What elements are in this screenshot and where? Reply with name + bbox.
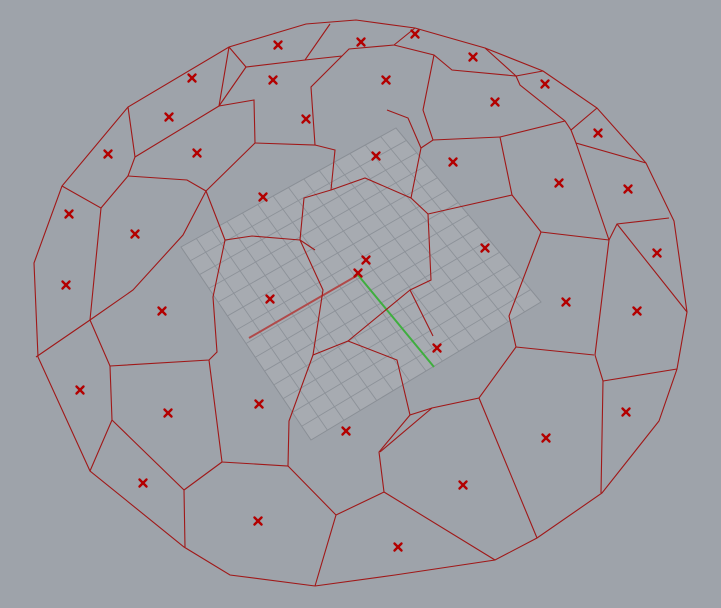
seed-point-marker	[157, 306, 167, 316]
seed-point-marker	[253, 516, 263, 526]
seed-point-marker	[410, 29, 420, 39]
cell-edge	[299, 144, 336, 251]
seed-point-marker	[593, 128, 603, 138]
voronoi-cells	[33, 19, 688, 587]
cell-edge	[205, 99, 256, 192]
seed-point-marker	[163, 408, 173, 418]
grid-line	[364, 144, 509, 322]
seed-point-marker	[164, 112, 174, 122]
cell-edge	[134, 46, 230, 158]
grid-line	[245, 214, 469, 344]
cell-edge	[111, 419, 186, 548]
cell-edge	[228, 23, 331, 68]
seed-point-marker	[130, 229, 140, 239]
cell-edge	[515, 70, 544, 77]
seed-point-marker	[432, 343, 442, 353]
cell-seed-points	[61, 29, 662, 552]
seed-point-marker	[554, 178, 564, 188]
seed-point-marker	[621, 407, 631, 417]
cell-edge	[35, 319, 113, 472]
grid-line	[255, 227, 480, 358]
cell-edge	[205, 190, 301, 241]
seed-point-marker	[138, 478, 148, 488]
grid-line	[264, 239, 490, 372]
seed-point-marker	[541, 433, 551, 443]
seed-point-marker	[64, 209, 74, 219]
seed-point-marker	[258, 192, 268, 202]
cell-edge	[515, 346, 595, 356]
cell-edge	[409, 194, 513, 337]
cell-edge	[383, 491, 496, 561]
cell-edge	[61, 185, 102, 321]
cell-edge	[335, 407, 433, 516]
cell-edge	[287, 465, 337, 587]
cell-edge	[515, 75, 598, 131]
seed-point-marker	[356, 37, 366, 47]
cell-edge	[254, 55, 343, 146]
seed-point-marker	[273, 40, 283, 50]
cell-edge	[109, 239, 226, 367]
cell-edge	[183, 461, 223, 491]
seed-point-marker	[490, 97, 500, 107]
grid-line	[282, 264, 511, 400]
seed-point-marker	[652, 248, 662, 258]
cell-edge	[379, 231, 542, 453]
cell-edge	[410, 147, 422, 199]
grid-line	[334, 161, 476, 342]
grid-line	[292, 276, 521, 413]
seed-point-marker	[393, 542, 403, 552]
seed-point-marker	[254, 399, 264, 409]
seed-point-marker	[623, 184, 633, 194]
seed-point-marker	[480, 243, 490, 253]
seed-point-marker	[61, 280, 71, 290]
seed-point-marker	[192, 148, 202, 158]
seed-point-marker	[540, 79, 550, 89]
cell-edge	[218, 66, 247, 107]
cell-edge	[304, 27, 416, 61]
cell-edge	[499, 120, 610, 241]
seed-point-marker	[561, 297, 571, 307]
grid-line	[318, 170, 460, 352]
grid-line	[349, 153, 493, 332]
seed-point-marker	[103, 149, 113, 159]
seed-point-marker	[265, 294, 275, 304]
grid-lines	[190, 136, 531, 431]
cell-edge	[89, 175, 207, 321]
cell-edge	[570, 129, 647, 164]
seed-point-marker	[353, 268, 363, 278]
grid-line	[273, 251, 500, 386]
x-axis-line	[248, 274, 359, 339]
grid-line	[301, 289, 531, 427]
grid-line	[380, 136, 525, 313]
cell-edge	[602, 368, 678, 382]
seed-point-marker	[458, 480, 468, 490]
seed-point-marker	[632, 306, 642, 316]
seed-point-marker	[187, 73, 197, 83]
cell-edge	[347, 340, 411, 416]
seed-point-marker	[361, 255, 371, 265]
grid-line	[303, 178, 443, 362]
cell-edge	[575, 142, 670, 242]
seed-point-marker	[468, 52, 478, 62]
cell-edge	[422, 54, 435, 141]
cell-edge	[616, 223, 688, 313]
cell-edge	[478, 397, 538, 539]
seed-point-marker	[371, 151, 381, 161]
seed-point-marker	[341, 426, 351, 436]
cell-edge	[330, 177, 429, 215]
seed-point-marker	[448, 157, 458, 167]
seed-point-marker	[268, 75, 278, 85]
seed-point-marker	[381, 75, 391, 85]
seed-point-marker	[75, 385, 85, 395]
seed-point-marker	[301, 114, 311, 124]
construction-plane-grid	[180, 127, 542, 441]
y-axis-line	[357, 274, 435, 368]
cell-edge	[393, 44, 518, 77]
cell-edge	[100, 106, 136, 209]
cell-edge	[594, 239, 610, 494]
